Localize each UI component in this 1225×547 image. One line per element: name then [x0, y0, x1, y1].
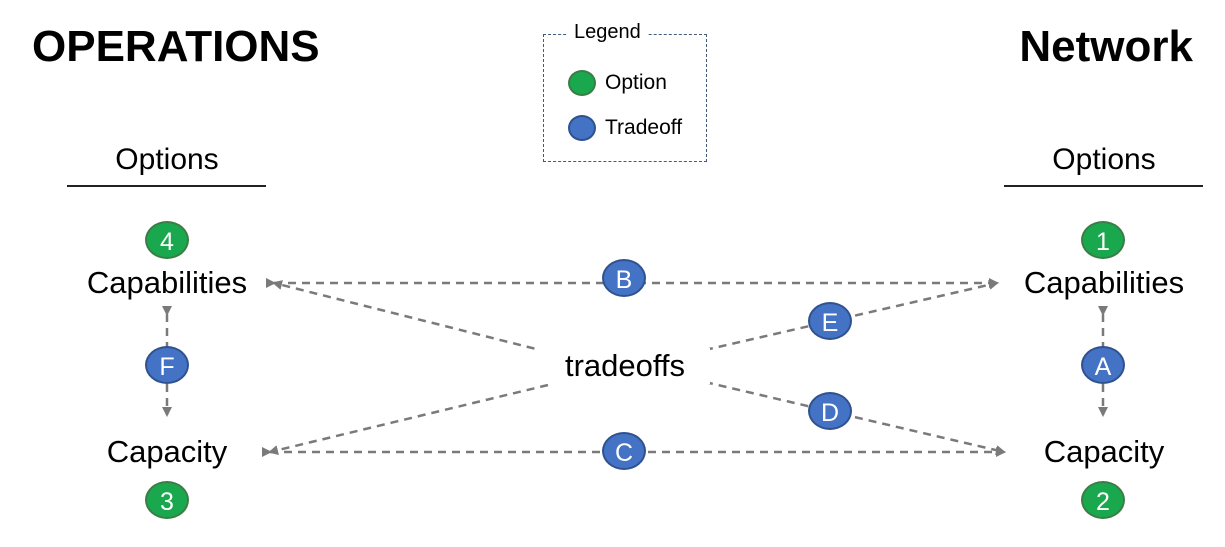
- arrow-tradeoffs-to-right-capacity: [704, 380, 1006, 456]
- tradeoff-badge-d: D: [808, 392, 852, 430]
- tradeoff-badge-e: E: [808, 302, 852, 340]
- legend-tradeoff-label: Tradeoff: [605, 116, 683, 139]
- tradeoff-badge-c: C: [602, 432, 646, 470]
- legend-box: [543, 34, 707, 162]
- right-capacity-label: Capacity: [1043, 434, 1165, 469]
- legend-option-label: Option: [605, 71, 667, 94]
- legend-tradeoff-icon: [568, 115, 596, 141]
- option-badge-1: 1: [1081, 221, 1125, 259]
- operations-title: OPERATIONS: [32, 22, 320, 71]
- arrow-tradeoffs-to-left-capabilities: [272, 280, 549, 354]
- tradeoffs-label: tradeoffs: [540, 348, 710, 384]
- legend-title: Legend: [568, 20, 647, 44]
- option-badge-3: 3: [145, 481, 189, 519]
- option-badge-2: 2: [1081, 481, 1125, 519]
- tradeoff-badge-b: B: [602, 259, 646, 297]
- left-capacity-label: Capacity: [106, 434, 228, 469]
- tradeoff-badge-f: F: [145, 346, 189, 384]
- right-options-heading: Options: [1052, 143, 1156, 176]
- right-capabilities-label: Capabilities: [1023, 265, 1185, 300]
- legend-option-icon: [568, 70, 596, 96]
- option-badge-4: 4: [145, 221, 189, 259]
- arrow-tradeoffs-to-left-capacity: [268, 383, 549, 455]
- left-options-heading: Options: [115, 143, 219, 176]
- tradeoff-badge-a: A: [1081, 346, 1125, 384]
- network-title: Network: [1019, 22, 1193, 71]
- arrow-tradeoffs-to-right-capabilities: [704, 279, 999, 352]
- left-capabilities-label: Capabilities: [86, 265, 248, 300]
